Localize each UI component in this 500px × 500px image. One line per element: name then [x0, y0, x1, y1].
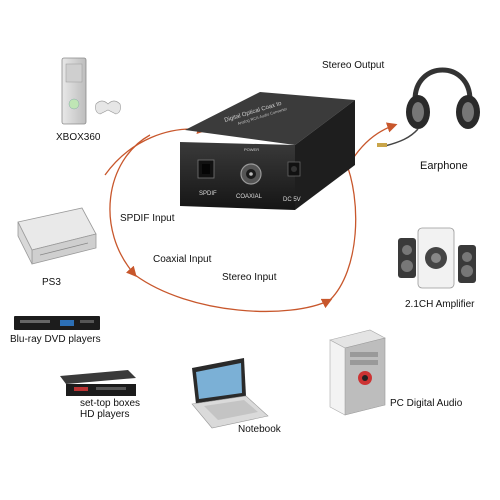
- label-notebook: Notebook: [238, 424, 281, 435]
- label-stereo-input: Stereo Input: [222, 272, 277, 283]
- port-label-coaxial: COAXIAL: [236, 194, 263, 200]
- arrow-left-down: [109, 134, 151, 277]
- label-earphone: Earphone: [420, 160, 468, 172]
- label-settop-line1: set-top boxes: [80, 398, 141, 409]
- label-amplifier: 2.1CH Amplifier: [405, 299, 475, 310]
- label-stereo-output: Stereo Output: [322, 60, 385, 71]
- label-coaxial-input: Coaxial Input: [153, 254, 212, 265]
- port-label-dc: DC 5V: [283, 197, 301, 203]
- bluray-player-image: [14, 316, 100, 330]
- arrow-bottom: [134, 274, 333, 313]
- arrow-to-earphone: [351, 122, 398, 161]
- arrow-right-up: [329, 159, 357, 301]
- pc-tower-image: [329, 329, 386, 416]
- converter-device: Digital Optical Coax to Analog RCA Audio…: [180, 92, 355, 210]
- device-power-label: POWER: [244, 147, 259, 152]
- label-ps3: PS3: [42, 277, 61, 288]
- label-settop-line2: HD players: [80, 409, 130, 420]
- ps3-image: [17, 207, 97, 265]
- headphones-image: [377, 67, 480, 147]
- label-bluray: Blu-ray DVD players: [10, 334, 101, 345]
- label-pc-digital-audio: PC Digital Audio: [390, 398, 463, 409]
- port-label-spdif: SPDIF: [199, 191, 217, 197]
- settop-box-image: [60, 370, 136, 396]
- xbox360-image: [61, 57, 121, 125]
- amplifier-image: [398, 227, 476, 289]
- label-spdif-input: SPDIF Input: [120, 213, 175, 224]
- label-xbox360: XBOX360: [56, 132, 101, 143]
- notebook-image: [191, 358, 269, 429]
